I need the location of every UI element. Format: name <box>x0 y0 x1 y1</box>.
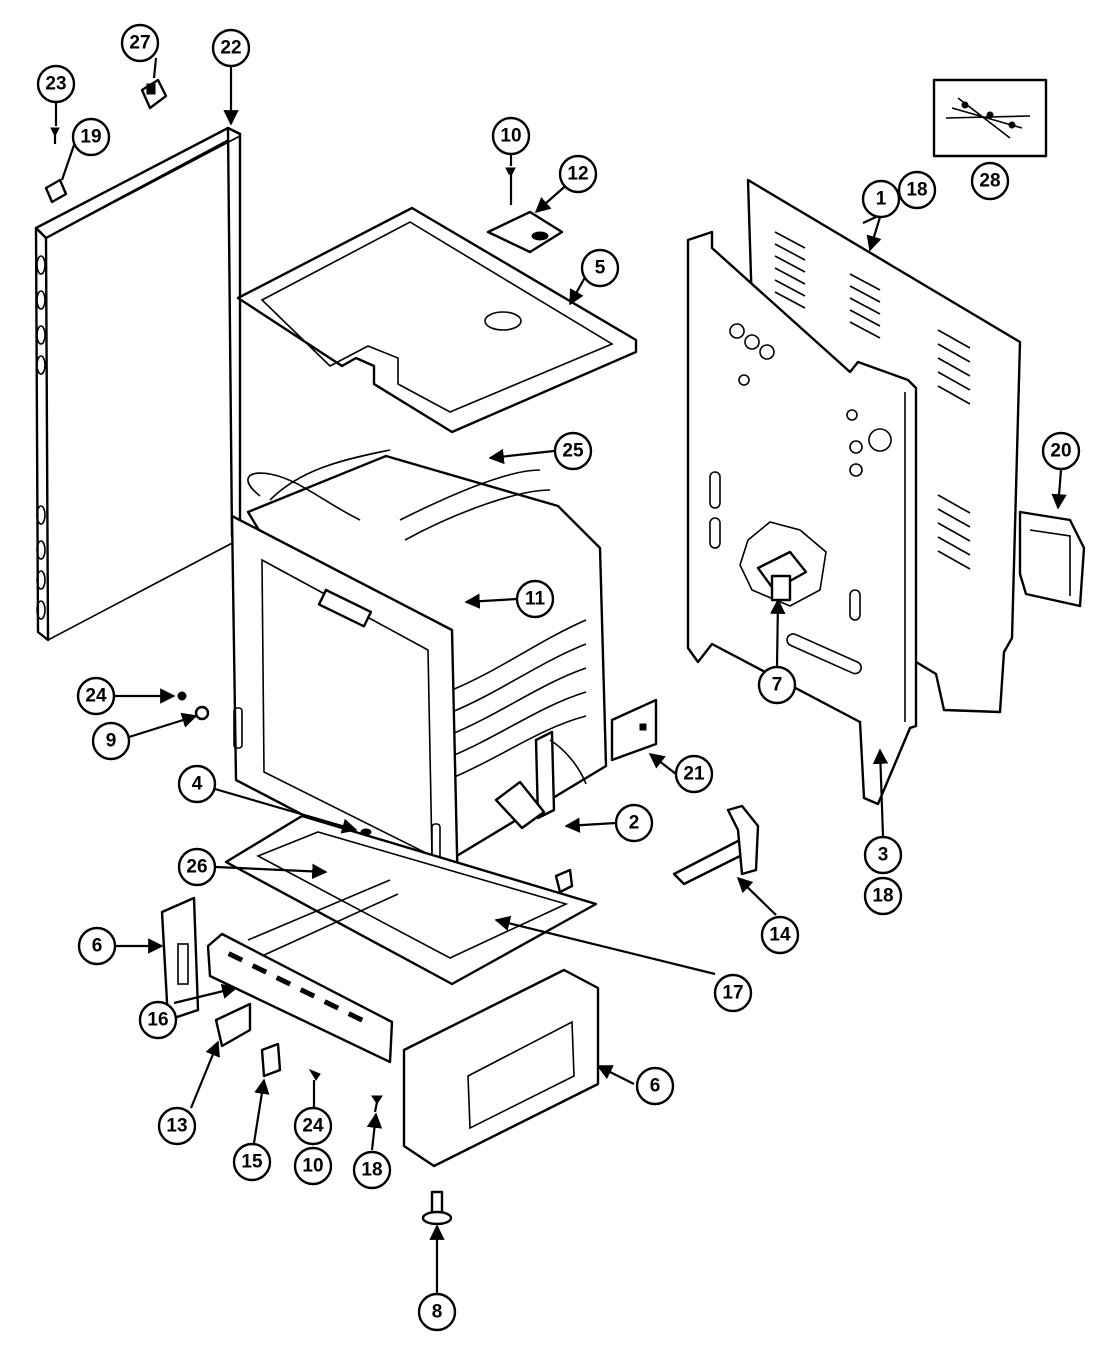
svg-text:13: 13 <box>166 1116 187 1137</box>
svg-text:10: 10 <box>500 126 521 147</box>
svg-text:24: 24 <box>85 686 107 707</box>
knob-part <box>177 691 210 721</box>
callout-6-right: 6 <box>635 1066 675 1106</box>
callout-18-right: 18 <box>863 876 903 916</box>
callout-5: 5 <box>580 248 620 288</box>
svg-text:7: 7 <box>772 675 783 696</box>
callout-7: 7 <box>757 665 797 705</box>
callout-27: 27 <box>120 23 160 63</box>
svg-text:1: 1 <box>876 189 887 210</box>
terminal-block-part <box>770 574 792 602</box>
callout-24-left: 24 <box>76 676 116 716</box>
callout-21: 21 <box>674 754 714 794</box>
svg-text:20: 20 <box>1050 441 1071 462</box>
clip-part-15 <box>260 1042 282 1078</box>
svg-text:23: 23 <box>45 74 66 95</box>
callout-6-left: 6 <box>77 926 117 966</box>
callout-10-bottom: 10 <box>293 1146 333 1186</box>
svg-text:9: 9 <box>106 731 117 752</box>
svg-text:14: 14 <box>769 925 791 946</box>
svg-text:15: 15 <box>241 1152 263 1173</box>
svg-text:19: 19 <box>80 127 101 148</box>
svg-text:27: 27 <box>129 33 150 54</box>
svg-text:24: 24 <box>302 1116 324 1137</box>
svg-text:2: 2 <box>629 813 640 834</box>
svg-text:4: 4 <box>192 774 203 795</box>
svg-text:16: 16 <box>147 1010 168 1031</box>
callout-13: 13 <box>157 1106 197 1146</box>
callout-8: 8 <box>417 1292 457 1332</box>
svg-text:17: 17 <box>722 983 743 1004</box>
junction-box-part <box>1018 510 1086 608</box>
svg-text:10: 10 <box>302 1156 323 1177</box>
callout-10-top: 10 <box>491 116 531 156</box>
hinge-part <box>494 730 587 830</box>
bottom-panel-part <box>224 814 598 986</box>
harness-box-part <box>932 78 1048 158</box>
callout-17: 17 <box>713 973 753 1013</box>
screw-part-24 <box>308 1068 321 1081</box>
callout-16: 16 <box>138 1000 178 1040</box>
callout-15: 15 <box>232 1142 272 1182</box>
base-drawer-part <box>402 968 600 1168</box>
callout-26: 26 <box>177 847 217 887</box>
screw-part <box>50 127 60 144</box>
screw-part-4 <box>360 828 372 836</box>
callout-11: 11 <box>515 579 555 619</box>
svg-text:18: 18 <box>872 886 893 907</box>
callout-18-top: 18 <box>897 170 937 210</box>
svg-text:28: 28 <box>979 171 1000 192</box>
screw-part-18 <box>371 1095 383 1113</box>
callout-4: 4 <box>177 764 217 804</box>
bracket-part-14 <box>672 804 760 886</box>
vent-cover-part <box>486 210 564 254</box>
svg-text:12: 12 <box>567 164 588 185</box>
svg-text:21: 21 <box>683 764 705 785</box>
svg-text:6: 6 <box>92 936 103 957</box>
svg-text:8: 8 <box>432 1302 443 1323</box>
callout-20: 20 <box>1041 431 1081 471</box>
callout-9: 9 <box>91 721 131 761</box>
svg-text:11: 11 <box>525 589 546 610</box>
callout-1: 1 <box>861 179 901 219</box>
base-leg-left-part <box>160 896 200 1022</box>
callout-25: 25 <box>553 431 593 471</box>
top-plate-part <box>236 206 638 434</box>
callout-3: 3 <box>863 835 903 875</box>
bracket-part-13 <box>214 1002 252 1048</box>
leveling-leg-part <box>421 1190 453 1226</box>
callout-23: 23 <box>36 64 76 104</box>
svg-text:6: 6 <box>650 1076 661 1097</box>
svg-text:5: 5 <box>595 258 606 279</box>
leader-lines <box>54 57 1067 1293</box>
bracket-part-21 <box>610 698 658 762</box>
toe-kick-part <box>206 879 399 1064</box>
svg-text:26: 26 <box>186 857 207 878</box>
screw-part-top <box>505 167 516 205</box>
svg-text:22: 22 <box>220 38 241 59</box>
callout-24-bottom: 24 <box>293 1106 333 1146</box>
switch-part <box>140 78 168 110</box>
svg-text:3: 3 <box>878 845 889 866</box>
side-panel-part <box>34 126 242 642</box>
callout-28: 28 <box>970 161 1010 201</box>
callout-12: 12 <box>558 154 598 194</box>
callout-14: 14 <box>760 915 800 955</box>
callout-18-bottom: 18 <box>352 1150 392 1190</box>
callout-19: 19 <box>71 117 111 157</box>
callout-2: 2 <box>614 803 654 843</box>
svg-text:18: 18 <box>361 1160 382 1181</box>
svg-text:18: 18 <box>906 180 927 201</box>
rear-panel-part <box>686 230 918 806</box>
svg-text:25: 25 <box>562 441 584 462</box>
callout-22: 22 <box>211 28 251 68</box>
clip-part <box>44 178 68 204</box>
